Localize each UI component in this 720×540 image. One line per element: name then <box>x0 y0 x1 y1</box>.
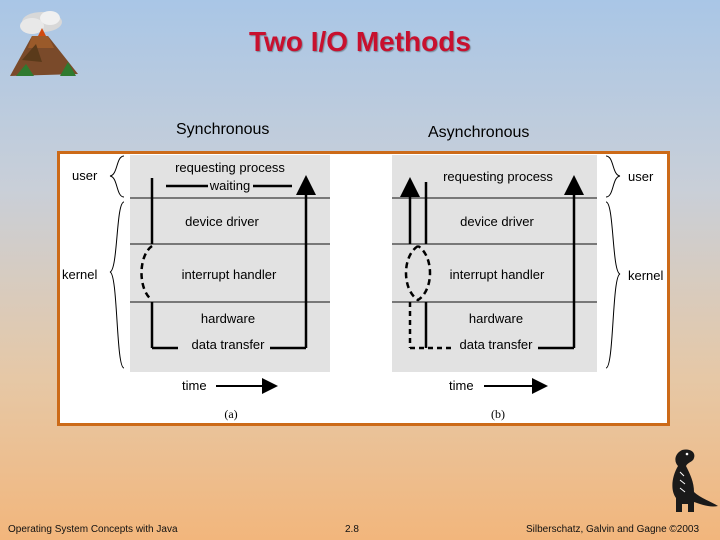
a-hardware: hardware <box>201 311 255 326</box>
a-user-label: user <box>72 168 98 183</box>
b-interrupt-handler: interrupt handler <box>450 267 545 282</box>
synchronous-heading: Synchronous <box>176 121 270 138</box>
a-time-label: time <box>182 378 207 393</box>
a-caption: (a) <box>224 407 237 421</box>
footer-left: Operating System Concepts with Java <box>8 524 178 535</box>
dinosaur-logo <box>672 449 718 512</box>
a-device-driver: device driver <box>185 214 259 229</box>
b-device-driver: device driver <box>460 214 534 229</box>
a-interrupt-handler: interrupt handler <box>182 267 277 282</box>
b-requesting-process: requesting process <box>443 169 553 184</box>
footer-right: Silberschatz, Galvin and Gagne ©2003 <box>526 524 700 535</box>
user-brace-b <box>605 155 621 198</box>
a-waiting: waiting <box>209 178 250 193</box>
b-data-transfer: data transfer <box>460 337 534 352</box>
b-caption: (b) <box>491 407 505 421</box>
kernel-brace-a <box>108 201 125 369</box>
volcano-logo <box>10 11 78 76</box>
b-time-label: time <box>449 378 474 393</box>
asynchronous-heading: Asynchronous <box>428 124 530 141</box>
b-hardware: hardware <box>469 311 523 326</box>
kernel-brace-b <box>605 201 622 369</box>
a-data-transfer: data transfer <box>192 337 266 352</box>
a-requesting-process: requesting process <box>175 160 285 175</box>
diagram-a <box>108 155 330 394</box>
diagram-b <box>392 155 622 394</box>
slide-title: Two I/O Methods <box>249 26 471 57</box>
user-brace-a <box>109 155 125 198</box>
footer-page-number: 2.8 <box>345 524 359 535</box>
b-kernel-label: kernel <box>628 268 664 283</box>
b-user-label: user <box>628 169 654 184</box>
a-kernel-label: kernel <box>62 267 98 282</box>
